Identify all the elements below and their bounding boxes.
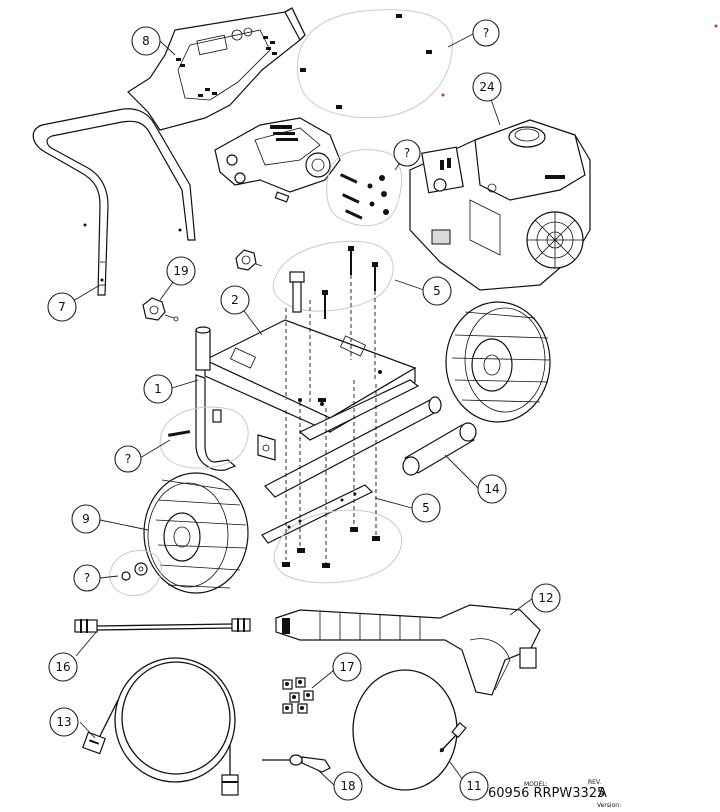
svg-text:?: ? bbox=[125, 452, 131, 466]
svg-text:1: 1 bbox=[154, 382, 162, 396]
callout-13: 13 bbox=[49, 707, 79, 737]
wheel-right bbox=[445, 301, 551, 423]
pump-bolts-halo bbox=[326, 149, 403, 227]
part-17-nozzles bbox=[282, 677, 314, 714]
revision: A bbox=[598, 786, 607, 801]
part-5-upper-halo bbox=[272, 240, 394, 319]
part-13-coiled-hose bbox=[82, 657, 239, 796]
panel-cover-halo bbox=[297, 9, 718, 119]
part-8-control-panel bbox=[127, 7, 306, 131]
svg-text:?: ? bbox=[404, 146, 410, 160]
callout-9: 9 bbox=[71, 504, 101, 534]
callout-5-lower: 5 bbox=[411, 493, 441, 523]
svg-text:19: 19 bbox=[173, 264, 188, 278]
svg-text:5: 5 bbox=[422, 501, 430, 515]
part-19-knob bbox=[142, 297, 179, 322]
svg-text:17: 17 bbox=[339, 660, 354, 674]
callout-8: 8 bbox=[131, 26, 161, 56]
callout-2: 2 bbox=[220, 285, 250, 315]
wheel-washer-halo bbox=[109, 550, 162, 597]
svg-text:11: 11 bbox=[466, 779, 481, 793]
left-bolt-halo bbox=[159, 406, 249, 469]
callout-12: 12 bbox=[531, 583, 561, 613]
callout-11: 11 bbox=[459, 771, 489, 801]
callout-18: 18 bbox=[333, 771, 363, 801]
svg-text:8: 8 bbox=[142, 34, 150, 48]
svg-text:2: 2 bbox=[231, 293, 239, 307]
callout-q-panel-cover: ? bbox=[472, 19, 500, 47]
part-5-lower-bracket bbox=[261, 380, 403, 584]
callout-19: 19 bbox=[166, 256, 196, 286]
rev-label: REV. bbox=[588, 779, 601, 786]
callout-q-pump-bolts: ? bbox=[393, 139, 421, 167]
model-label: MODEL: bbox=[524, 781, 548, 788]
part-7-handle bbox=[32, 108, 196, 296]
title-block: MODEL: REV. 60956 RRPW3325 A Version: bbox=[488, 779, 621, 809]
callout-17: 17 bbox=[332, 652, 362, 682]
svg-text:16: 16 bbox=[55, 660, 70, 674]
svg-text:9: 9 bbox=[82, 512, 90, 526]
callout-16: 16 bbox=[48, 652, 78, 682]
part-1-frame-tube bbox=[195, 326, 276, 471]
axle-tube bbox=[264, 379, 442, 498]
callout-24: 24 bbox=[472, 72, 502, 102]
svg-text:12: 12 bbox=[538, 591, 553, 605]
callout-q-wheel-washer: ? bbox=[73, 564, 101, 592]
svg-text:?: ? bbox=[483, 26, 489, 40]
callout-7: 7 bbox=[47, 292, 77, 322]
part-24-engine bbox=[409, 119, 591, 291]
version-label: Version: bbox=[597, 802, 621, 809]
svg-text:14: 14 bbox=[484, 482, 499, 496]
callout-5-upper: 5 bbox=[422, 276, 452, 306]
part-12-spray-gun bbox=[275, 604, 541, 696]
svg-text:?: ? bbox=[84, 571, 90, 585]
svg-text:18: 18 bbox=[340, 779, 355, 793]
svg-text:5: 5 bbox=[433, 284, 441, 298]
pump-assembly bbox=[214, 117, 341, 203]
part-18-filter bbox=[262, 754, 331, 773]
callout-1: 1 bbox=[143, 374, 173, 404]
part-11-detergent-hose bbox=[352, 669, 467, 791]
part-16-connector-hose bbox=[74, 618, 251, 633]
svg-text:13: 13 bbox=[56, 715, 71, 729]
top-knob bbox=[235, 249, 263, 271]
callout-14: 14 bbox=[477, 474, 507, 504]
part-9-wheel-left bbox=[143, 472, 249, 594]
svg-text:7: 7 bbox=[58, 300, 66, 314]
svg-text:24: 24 bbox=[479, 80, 494, 94]
model-number: 60956 RRPW3325 bbox=[488, 786, 605, 801]
part-14-sleeve bbox=[402, 422, 477, 476]
callout-q-frame-bolt: ? bbox=[114, 445, 142, 473]
